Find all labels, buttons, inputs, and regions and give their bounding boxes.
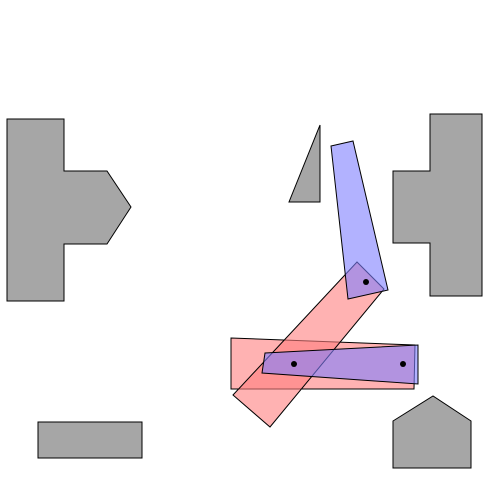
obstacle-bottom-house xyxy=(392,395,472,469)
joints-layer xyxy=(291,279,406,367)
blue-link-vertical xyxy=(330,140,389,300)
obstacle-left-cross xyxy=(6,118,132,302)
joint-base xyxy=(291,361,297,367)
obstacle-right-tall xyxy=(392,113,483,297)
obstacle-top-triangle xyxy=(288,124,321,203)
joint-right xyxy=(400,361,406,367)
obstacle-bottom-bar xyxy=(37,421,143,459)
arm-current-layer xyxy=(261,140,419,385)
joint-top xyxy=(363,279,369,285)
obstacles-layer xyxy=(6,113,483,469)
blue-link-horizontal xyxy=(261,344,419,385)
